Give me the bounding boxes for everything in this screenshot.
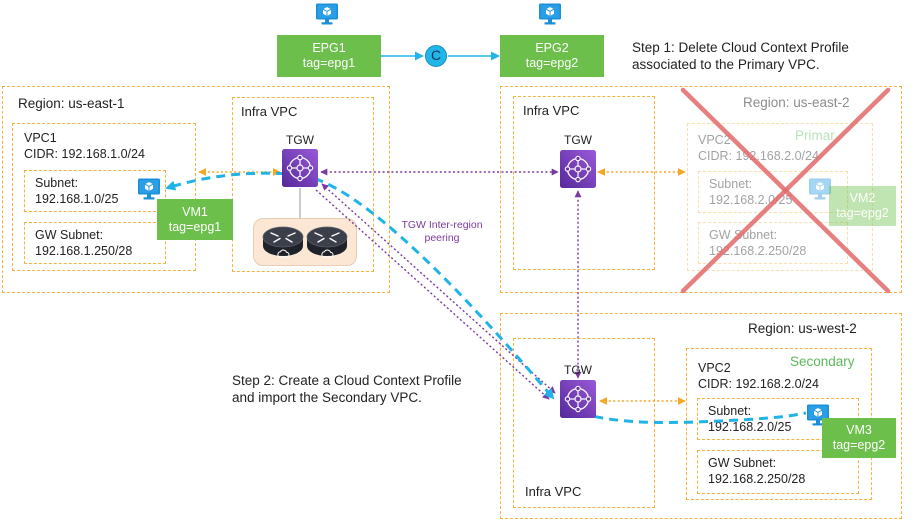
step1-line2: associated to the Primary VPC. [632,56,820,72]
vpc-name: VPC2 [698,361,731,375]
step1-line1: Step 1: Delete Cloud Context Profile [632,40,849,55]
vpc-cidr: CIDR: 192.168.2.0/24 [698,376,819,391]
epg-tag: tag=epg2 [525,56,579,70]
tgw-label: TGW [564,133,592,147]
region-label-us-east-2: Region: us-east-2 [743,95,850,110]
transit-gateway-icon [282,149,318,187]
peering-line1: TGW Inter-region [401,219,483,231]
vm2-badge: VM2 tag=epg2 [829,186,896,226]
epg-name: EPG2 [535,41,569,55]
step1-note: Step 1: Delete Cloud Context Profile ass… [632,40,849,73]
vpc1-header: VPC1 CIDR: 192.168.1.0/24 [24,131,145,162]
infra-vpc-label: Infra VPC [241,104,298,119]
vm-tag: tag=epg2 [832,438,886,452]
vpc1-subnet-box: Subnet: 192.168.1.0/25 [24,170,166,212]
vm3-badge: VM3 tag=epg2 [822,418,896,458]
vpc-name: VPC1 [24,131,57,145]
epg-name: EPG1 [312,41,346,55]
secondary-gw-subnet-box: GW Subnet: 192.168.2.250/28 [697,450,859,494]
epg2-monitor-icon [538,2,562,26]
gw-subnet-label: GW Subnet: [708,456,777,470]
router-icon [305,224,349,260]
router-icon [261,224,305,260]
contract-circle-icon: C [425,45,447,67]
epg2-box: EPG2 tag=epg2 [500,35,604,77]
infra-vpc-label: Infra VPC [523,103,580,118]
region-label-us-west-2: Region: us-west-2 [748,321,857,336]
step2-note: Step 2: Create a Cloud Context Profile a… [232,373,462,406]
vm-name: VM2 [849,191,876,205]
vpc-cidr: CIDR: 192.168.2.0/24 [698,148,819,163]
region-us-west-2 [500,313,902,519]
gw-subnet-cidr: 192.168.2.250/28 [708,471,806,486]
subnet-cidr: 192.168.1.0/25 [35,191,119,206]
vm1-badge: VM1 tag=epg1 [157,199,233,240]
transit-gateway-icon [560,380,596,418]
vpc-cidr: CIDR: 192.168.1.0/24 [24,146,145,161]
epg1-monitor-icon [315,2,339,26]
gw-subnet-label: GW Subnet: [709,228,778,242]
primary-gw-subnet-box: GW Subnet: 192.168.2.250/28 [698,222,848,264]
tgw-label: TGW [564,363,592,377]
tgw-label: TGW [286,133,314,147]
vm-tag: tag=epg1 [168,219,222,234]
epg-tag: tag=epg1 [302,56,356,70]
gw-subnet-cidr: 192.168.1.250/28 [35,243,133,258]
vm1-monitor-icon [137,177,161,201]
gw-subnet-cidr: 192.168.2.250/28 [709,243,807,258]
peering-label: TGW Inter-region peering [398,219,486,245]
gw-subnet-label: GW Subnet: [35,228,104,242]
vm-name: VM1 [182,204,208,219]
vpc1-gw-subnet-box: GW Subnet: 192.168.1.250/28 [24,222,166,264]
vpc-role-secondary: Secondary [790,354,855,369]
vpc-role-primary: Primar [795,128,835,143]
subnet-label: Subnet: [35,176,79,190]
step2-line2: and import the Secondary VPC. [232,389,422,405]
transit-gateway-icon [560,150,596,188]
vm-tag: tag=epg2 [836,206,889,220]
vpc1-box [12,123,196,271]
infra-vpc-label: Infra VPC [525,484,582,499]
step2-line1: Step 2: Create a Cloud Context Profile [232,373,462,388]
vm-name: VM3 [846,423,872,437]
region-label-us-east-1: Region: us-east-1 [18,96,125,111]
secondary-vpc2-header: VPC2 CIDR: 192.168.2.0/24 [698,361,819,392]
peering-line2: peering [424,232,460,244]
epg1-box: EPG1 tag=epg1 [277,35,381,77]
